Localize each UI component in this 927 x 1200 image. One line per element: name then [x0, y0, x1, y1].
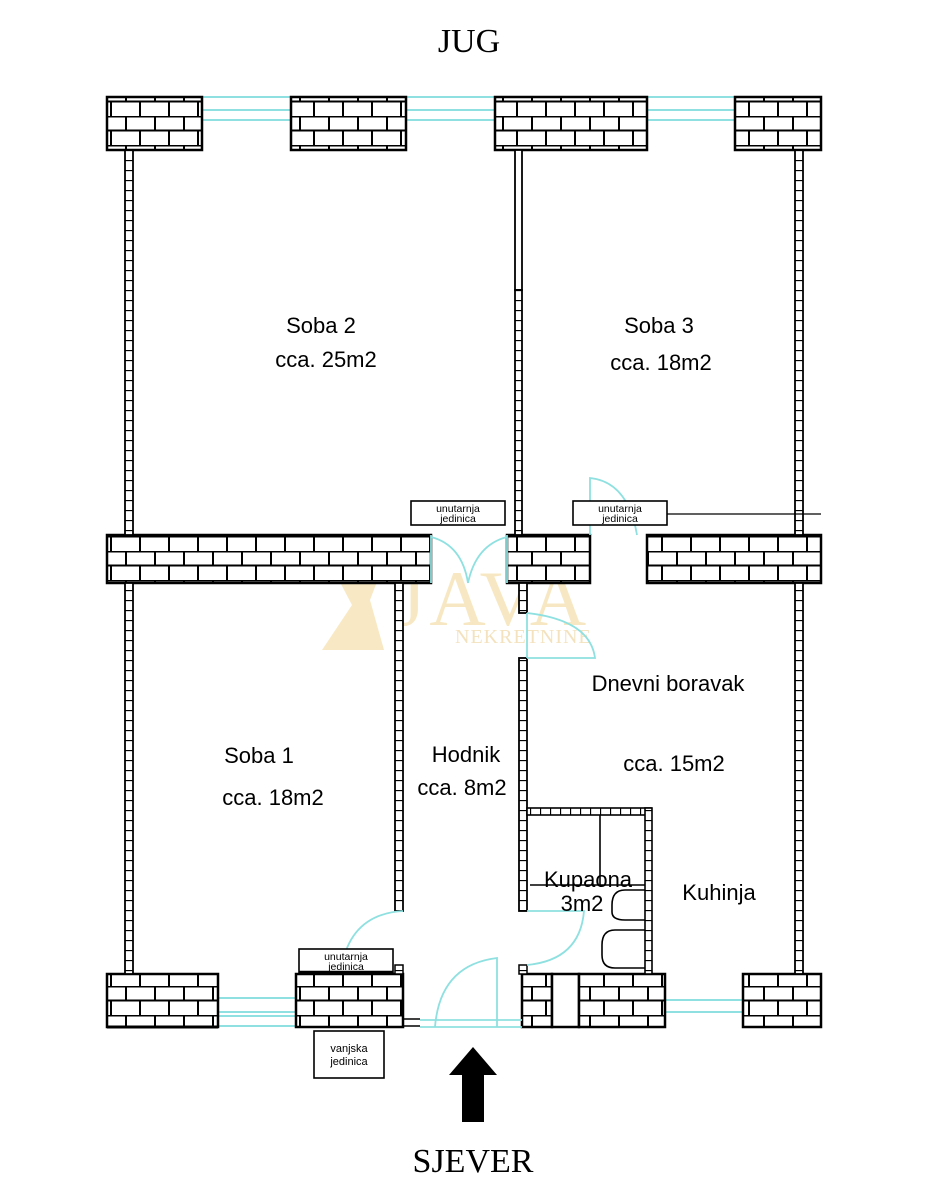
- room-name: Hodnik: [432, 742, 501, 767]
- svg-text:jedinica: jedinica: [329, 1056, 368, 1068]
- partition-walls: [124, 149, 821, 975]
- svg-text:jedinica: jedinica: [601, 513, 638, 525]
- ac-unit-indoor-3: unutarnja jedinica: [298, 948, 394, 974]
- watermark-subtitle: NEKRETNINE: [455, 626, 592, 648]
- ac-unit-indoor-2: unutarnja jedinica: [572, 500, 668, 526]
- svg-text:unutarnja: unutarnja: [436, 503, 480, 515]
- wall-segment: [105, 533, 433, 585]
- room-area: cca. 15m2: [623, 751, 725, 776]
- door-dnevni-boravak[interactable]: [526, 612, 597, 659]
- room-area: 3m2: [561, 891, 604, 916]
- wall-segment: [505, 533, 592, 585]
- wall-segment: [294, 972, 405, 1029]
- svg-text:unutarnja: unutarnja: [598, 503, 642, 515]
- bathroom-fixtures: [530, 815, 645, 969]
- door-kupaona[interactable]: [526, 910, 585, 966]
- entrance-door[interactable]: [434, 956, 498, 1028]
- room-soba-3: Soba 3 cca. 18m2: [610, 313, 712, 375]
- room-area: cca. 18m2: [610, 350, 712, 375]
- compass-north-label: SJEVER: [413, 1143, 534, 1180]
- toilet-icon: [611, 889, 645, 921]
- wall-segment: [105, 972, 220, 1029]
- compass-south-label: JUG: [438, 23, 500, 60]
- room-kuhinja: Kuhinja: [682, 880, 756, 905]
- room-area: cca. 8m2: [417, 775, 506, 800]
- room-dnevni-boravak: Dnevni boravak cca. 15m2: [592, 671, 746, 776]
- svg-text:jedinica: jedinica: [439, 513, 476, 525]
- room-name: Kupaona: [544, 867, 633, 892]
- room-kupaona: Kupaona 3m2: [544, 867, 633, 916]
- room-name: Dnevni boravak: [592, 671, 746, 696]
- room-area: cca. 18m2: [222, 785, 324, 810]
- svg-text:jedinica: jedinica: [327, 961, 364, 973]
- sink-icon: [601, 929, 645, 969]
- room-hodnik: Hodnik cca. 8m2: [417, 742, 506, 800]
- ac-unit-outdoor: vanjska jedinica: [313, 1030, 385, 1079]
- shaft: [550, 972, 581, 1029]
- room-name: Soba 1: [224, 743, 294, 768]
- south-wall: [105, 95, 823, 152]
- room-name: Soba 3: [624, 313, 694, 338]
- room-soba-2: Soba 2 cca. 25m2: [275, 313, 377, 372]
- wall-segment: [105, 95, 204, 152]
- room-name: Kuhinja: [682, 880, 756, 905]
- wall-segment: [520, 972, 554, 1029]
- svg-text:vanjska: vanjska: [330, 1043, 368, 1055]
- room-soba-1: Soba 1 cca. 18m2: [222, 743, 324, 810]
- wall-segment: [733, 95, 823, 152]
- ac-unit-indoor-1: unutarnja jedinica: [410, 500, 506, 526]
- svg-text:unutarnja: unutarnja: [324, 951, 368, 963]
- wall-segment: [645, 533, 823, 585]
- doors: [341, 476, 638, 1028]
- wall-segment: [289, 95, 408, 152]
- wall-segment: [741, 972, 823, 1029]
- north-wall: [105, 972, 823, 1029]
- north-arrow-icon: [449, 1047, 497, 1122]
- room-area: cca. 25m2: [275, 347, 377, 372]
- wall-segment: [577, 972, 667, 1029]
- room-name: Soba 2: [286, 313, 356, 338]
- wall-segment: [493, 95, 649, 152]
